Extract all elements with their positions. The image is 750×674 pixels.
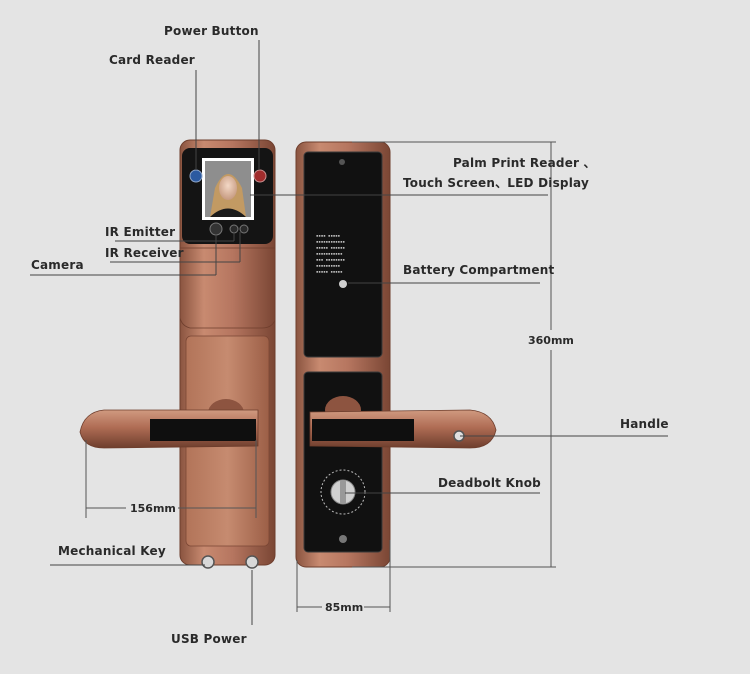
ir-emitter-label: IR Emitter: [105, 225, 176, 239]
ir-receiver-label: IR Receiver: [105, 246, 184, 260]
palm-print-reader-label: Palm Print Reader 、: [453, 156, 596, 170]
mechanical-key-hole: [201, 555, 215, 569]
deadbolt-knob-label: Deadbolt Knob: [438, 476, 541, 490]
body-width-dimension: 85mm: [325, 601, 364, 614]
height-dimension: 360mm: [528, 334, 574, 347]
ir-emitter-icon: [229, 224, 239, 234]
camera-lens-icon: [209, 222, 223, 236]
usb-power-label: USB Power: [171, 632, 247, 646]
battery-cover: [303, 151, 383, 358]
handle-label: Handle: [620, 417, 669, 431]
ir-receiver-icon: [239, 224, 249, 234]
battery-compartment-label: Battery Compartment: [403, 263, 555, 277]
camera-label: Camera: [31, 258, 84, 272]
battery-cover-instructions: ▪▪▪▪ ▪▪▪▪▪ ▪▪▪▪▪▪▪▪▪▪▪▪ ▪▪▪▪▪ ▪▪▪▪▪▪ ▪▪▪…: [316, 233, 345, 274]
deadbolt-knob-icon: [320, 469, 366, 515]
power-button-label: Power Button: [164, 24, 259, 38]
power-button-icon: [253, 169, 267, 183]
handle-width-dimension: 156mm: [130, 502, 176, 515]
card-reader-label: Card Reader: [109, 53, 195, 67]
card-reader-icon: [189, 169, 203, 183]
leader-lines: [30, 40, 668, 625]
dimension-lines: [85, 141, 556, 612]
back-lock: [295, 141, 497, 568]
mechanical-key-label: Mechanical Key: [58, 544, 166, 558]
touch-screen-led-label: Touch Screen、LED Display: [403, 176, 589, 190]
face-camera-icon: [210, 174, 246, 217]
usb-port: [245, 555, 259, 569]
front-lock: [79, 139, 276, 569]
